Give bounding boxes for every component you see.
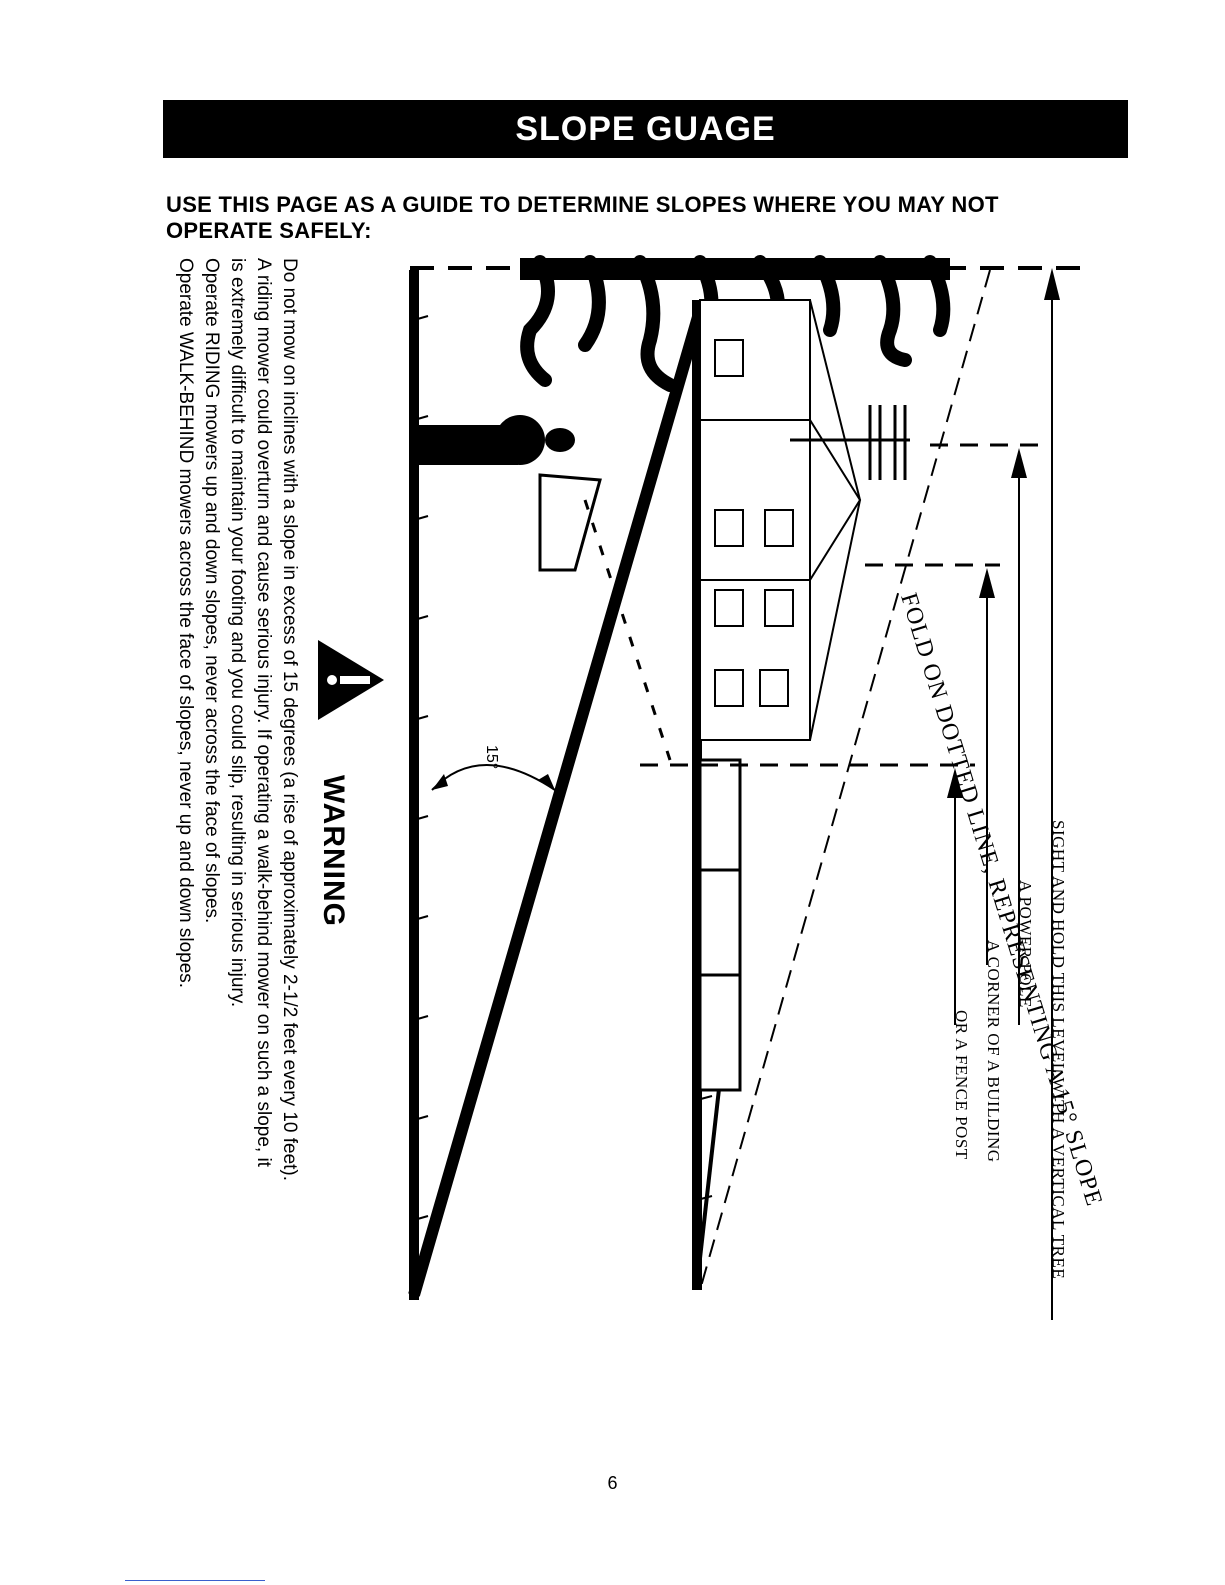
sight-label-tree: SIGHT AND HOLD THIS LEVEL WITH A VERTICA… — [1049, 820, 1068, 1280]
warning-line-2: A riding mower could overturn and cause … — [253, 258, 274, 1167]
page-number: 6 — [607, 1473, 618, 1493]
house-icon — [699, 299, 862, 741]
sight-label-power-pole: A POWER POLE — [1016, 880, 1035, 1008]
warning-line-4: Operate RIDING mowers up and down slopes… — [201, 258, 222, 924]
sight-label-fence-post: OR A FENCE POST — [952, 1010, 971, 1160]
warning-line-1: Do not mow on inclines with a slope in e… — [279, 258, 300, 1182]
fence-icon — [698, 758, 742, 1092]
page-title: SLOPE GUAGE — [515, 109, 776, 148]
title-bar: SLOPE GUAGE — [163, 100, 1128, 158]
sight-arrows — [954, 280, 1053, 1320]
warning-line-5: Operate WALK-BEHIND mowers across the fa… — [175, 258, 196, 989]
sight-label-building: A CORNER OF A BUILDING — [984, 940, 1003, 1163]
warning-line-3: is extremely difficult to maintain your … — [227, 258, 248, 1008]
warning-icon — [318, 640, 384, 720]
warning-body: Do not mow on inclines with a slope in e… — [172, 258, 302, 1181]
intro-line-2: OPERATE SAFELY: — [166, 218, 372, 243]
fold-dashed-line — [699, 269, 991, 1291]
angle-label: 15° — [483, 745, 500, 770]
bottom-rule — [125, 1580, 265, 1581]
slope-edge-left — [408, 308, 706, 1297]
arrow-heads — [947, 268, 1060, 798]
intro-line-1: USE THIS PAGE AS A GUIDE TO DETERMINE SL… — [166, 192, 999, 217]
power-pole-icon — [790, 405, 910, 480]
intro-heading: USE THIS PAGE AS A GUIDE TO DETERMINE SL… — [166, 192, 1126, 244]
warning-heading: WARNING — [317, 775, 350, 927]
tree-canopy-band — [520, 258, 950, 280]
mower-deck — [538, 473, 602, 572]
mower-head — [495, 415, 545, 465]
